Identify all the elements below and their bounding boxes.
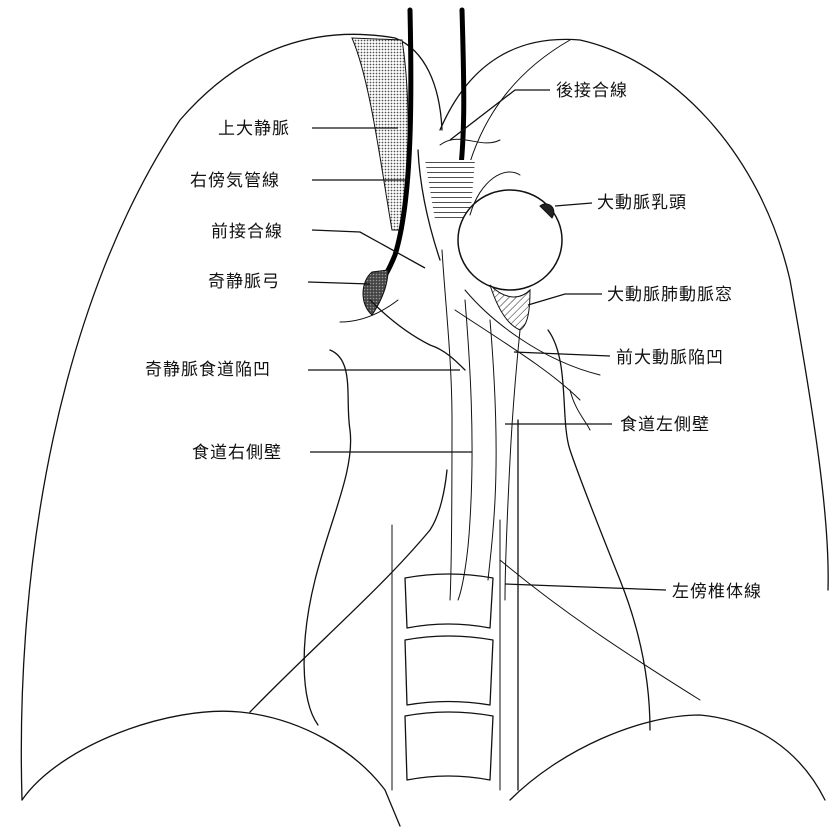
label-esophagus-left-wall: 食道左側壁 [620,415,710,435]
vertebra-1 [405,574,493,628]
right-lower-contour [250,470,447,712]
esophagus-inner-line-2 [488,320,496,580]
left-lower-contour [500,560,700,700]
label-preaortic-recess: 前大動脈陥凹 [616,348,724,368]
left-apex-inner [460,40,570,205]
leader-aortic-nipple [555,203,592,206]
ap-window-hatch [490,285,530,330]
label-ap-window: 大動脈肺動脈窓 [607,285,733,305]
leader-preaortic-recess [514,352,610,356]
right-diaphragm [22,711,400,826]
leader-azygos-arch [308,282,370,284]
svc-shade [352,38,408,230]
azygos-arch-shape [363,270,388,315]
label-left-paraspinal: 左傍椎体線 [672,582,762,602]
right-heart-border [304,350,351,725]
leader-anterior-junction [312,230,425,268]
esophagus-right-wall-line [442,250,452,600]
left-lung-outline [440,39,828,590]
label-svc: 上大静脈 [218,119,290,139]
left-diaphragm [510,715,825,800]
label-right-paratracheal: 右傍気管線 [190,171,280,191]
label-anterior-junction: 前接合線 [211,222,283,242]
anterior-junction-line [370,300,465,370]
vertebra-2 [405,636,493,705]
label-aortic-nipple: 大動脈乳頭 [597,193,687,213]
label-azygos-arch: 奇静脈弓 [208,272,280,292]
label-posterior-junction: 後接合線 [556,81,628,101]
posterior-junction-line [440,139,500,145]
esophagus-inner-line-1 [458,300,472,600]
left-heart-border [548,330,650,730]
label-esophagus-right-wall: 食道右側壁 [192,443,282,463]
leader-ap-window [528,294,602,305]
leader-left-paraspinal [505,584,666,590]
label-azygoesophageal-recess: 奇静脈食道陥凹 [145,360,271,380]
vertebra-3 [405,712,493,780]
esophagus-curve [465,290,600,375]
